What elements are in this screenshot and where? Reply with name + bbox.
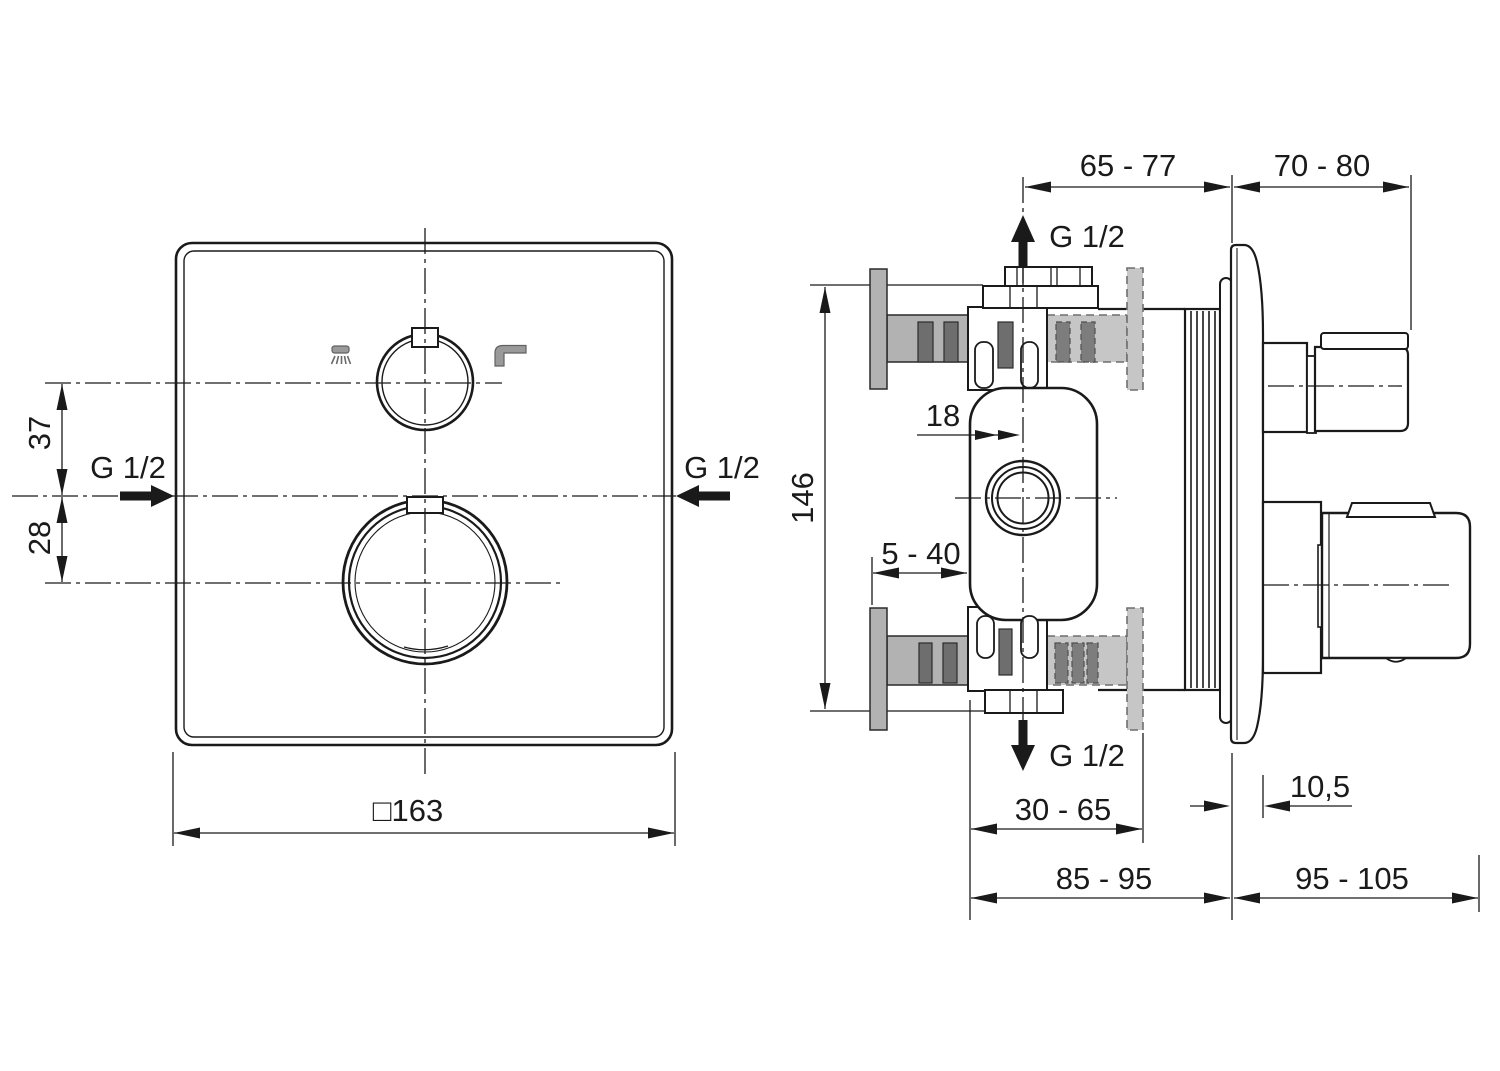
dim-wall-range: 30 - 65 xyxy=(971,792,1142,835)
dim-height: 146 xyxy=(785,287,831,709)
dim-adjust-range: 5 - 40 xyxy=(871,536,967,605)
wall-flange-bottom-left xyxy=(869,607,888,731)
dim-plate-size: □163 xyxy=(172,752,676,846)
dim-total-left: 85 - 95 95 - 105 xyxy=(971,861,1478,904)
svg-text:□163: □163 xyxy=(373,793,443,828)
svg-text:65 - 77: 65 - 77 xyxy=(1080,148,1177,183)
front-view: G 1/2 G 1/2 37 28 □163 xyxy=(12,228,760,846)
svg-text:30 - 65: 30 - 65 xyxy=(1015,792,1112,827)
dim-depth-valve: 65 - 77 70 - 80 xyxy=(1025,148,1412,330)
svg-text:18: 18 xyxy=(926,398,960,433)
hand-shower-icon xyxy=(330,345,352,365)
dim-plate-depth: 10,5 xyxy=(1190,769,1352,812)
svg-text:37: 37 xyxy=(22,416,57,450)
dim-depth-handle-label: 70 - 80 xyxy=(1274,148,1371,183)
diverter-handle-side xyxy=(1261,332,1410,434)
outlet-arrow-top xyxy=(1011,215,1035,267)
top-port xyxy=(982,266,1099,309)
wall-flange-top-left xyxy=(869,268,888,390)
spout-icon xyxy=(494,344,527,367)
svg-text:28: 28 xyxy=(22,521,57,555)
svg-text:146: 146 xyxy=(785,472,820,524)
inlet-arrow-right xyxy=(676,485,730,507)
thermostat-handle-side xyxy=(1261,500,1472,675)
dim-lower-offset: 28 xyxy=(22,497,68,582)
dim-port-offset: 18 xyxy=(917,398,1020,440)
thread-label-right: G 1/2 xyxy=(684,450,760,485)
thread-label-top: G 1/2 xyxy=(1049,219,1125,254)
bottom-port xyxy=(984,689,1064,714)
faceplate-outline xyxy=(174,241,674,747)
svg-text:10,5: 10,5 xyxy=(1290,769,1350,804)
escutcheon-plate xyxy=(1229,243,1265,745)
side-view: G 1/2 G 1/2 65 - 77 70 - 80 146 18 xyxy=(785,148,1480,920)
outlet-arrow-bottom xyxy=(1011,720,1035,771)
neck-oval-top-1 xyxy=(974,341,994,389)
dim-upper-offset: 37 xyxy=(22,384,68,495)
wall-flange-bottom-right xyxy=(1126,607,1144,731)
neck-slot-bottom xyxy=(998,628,1013,676)
neck-oval-bottom-2 xyxy=(1020,615,1039,659)
inlet-arrow-left xyxy=(120,485,174,507)
threaded-sleeve xyxy=(1183,307,1222,692)
svg-text:5 - 40: 5 - 40 xyxy=(881,536,960,571)
svg-text:85 - 95: 85 - 95 xyxy=(1056,861,1153,896)
dim-total-right-label: 95 - 105 xyxy=(1295,861,1409,896)
neck-slot-top xyxy=(997,321,1014,369)
extension-lines-bottom xyxy=(969,700,1480,920)
wall-flange-top-right xyxy=(1126,267,1144,391)
rail-slots xyxy=(917,321,1099,684)
thread-label-left: G 1/2 xyxy=(90,450,166,485)
faceplate-inner-outline xyxy=(183,250,665,738)
neck-oval-bottom-1 xyxy=(976,615,995,659)
dim-height-ticks xyxy=(810,284,985,712)
thread-label-bottom: G 1/2 xyxy=(1049,738,1125,773)
